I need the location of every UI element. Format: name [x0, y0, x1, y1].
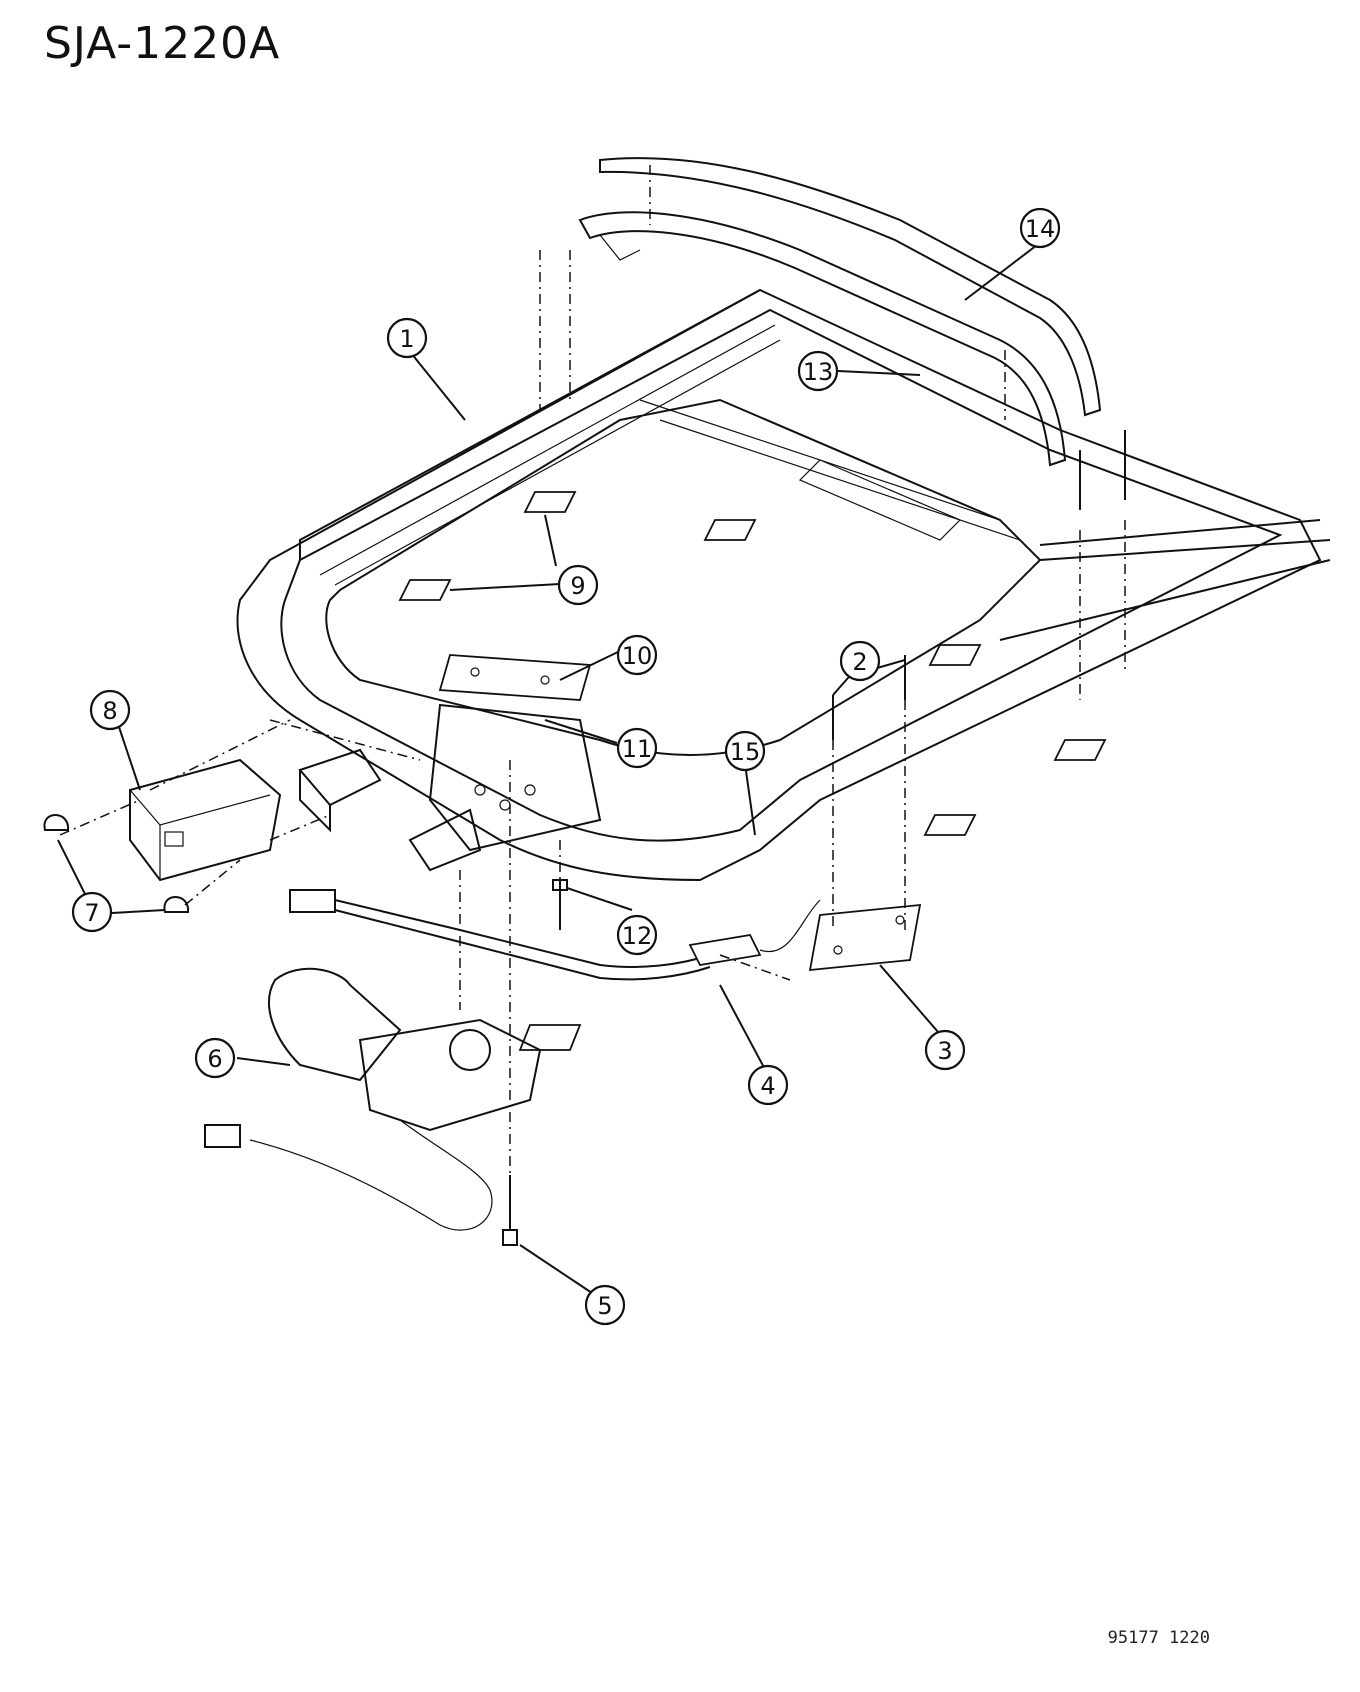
- callout-label: 9: [570, 572, 585, 600]
- callout-7: 7: [71, 891, 113, 933]
- studs: [552, 430, 1126, 930]
- callout-6: 6: [194, 1037, 236, 1079]
- deflector-seal: [599, 157, 1102, 417]
- callout-label: 1: [399, 325, 414, 353]
- control-module: [129, 758, 282, 882]
- callout-15: 15: [724, 730, 766, 772]
- callout-2: 2: [839, 640, 881, 682]
- callout-13: 13: [797, 350, 839, 392]
- callout-label: 8: [102, 697, 117, 725]
- callout-4: 4: [747, 1064, 789, 1106]
- bracket-plate: [438, 654, 592, 701]
- sunroof-frame: [236, 288, 1331, 882]
- callout-label: 10: [622, 642, 653, 670]
- drive-cable: [289, 889, 821, 981]
- callout-8: 8: [89, 689, 131, 731]
- callout-label: 2: [852, 648, 867, 676]
- callout-label: 12: [622, 922, 653, 950]
- bolt: [502, 1175, 518, 1246]
- callout-12: 12: [616, 914, 658, 956]
- drive-motor: [204, 967, 542, 1231]
- foam-pads: [398, 491, 1107, 1051]
- callout-label: 11: [622, 735, 653, 763]
- callout-10: 10: [616, 634, 658, 676]
- callout-label: 7: [84, 899, 99, 927]
- mounting-plate: [808, 903, 922, 972]
- callout-11: 11: [616, 727, 658, 769]
- footer-code: 95177 1220: [1107, 1628, 1210, 1648]
- callout-1: 1: [386, 317, 428, 359]
- alignment-lines: [59, 165, 1126, 1175]
- callout-label: 5: [597, 1292, 612, 1320]
- diagram-id: SJA-1220A: [44, 18, 281, 69]
- callout-label: 15: [730, 738, 761, 766]
- callout-label: 13: [803, 358, 834, 386]
- glass-frame: [578, 211, 1067, 467]
- drain-housing: [298, 748, 482, 872]
- callout-3: 3: [924, 1029, 966, 1071]
- callout-label: 14: [1025, 215, 1056, 243]
- callout-label: 4: [760, 1072, 775, 1100]
- callout-label: 6: [207, 1045, 222, 1073]
- leader-lines: [57, 244, 1038, 1296]
- callout-9: 9: [557, 564, 599, 606]
- callout-14: 14: [1019, 207, 1061, 249]
- callout-5: 5: [584, 1284, 626, 1326]
- clips: [43, 814, 190, 913]
- callout-label: 3: [937, 1037, 952, 1065]
